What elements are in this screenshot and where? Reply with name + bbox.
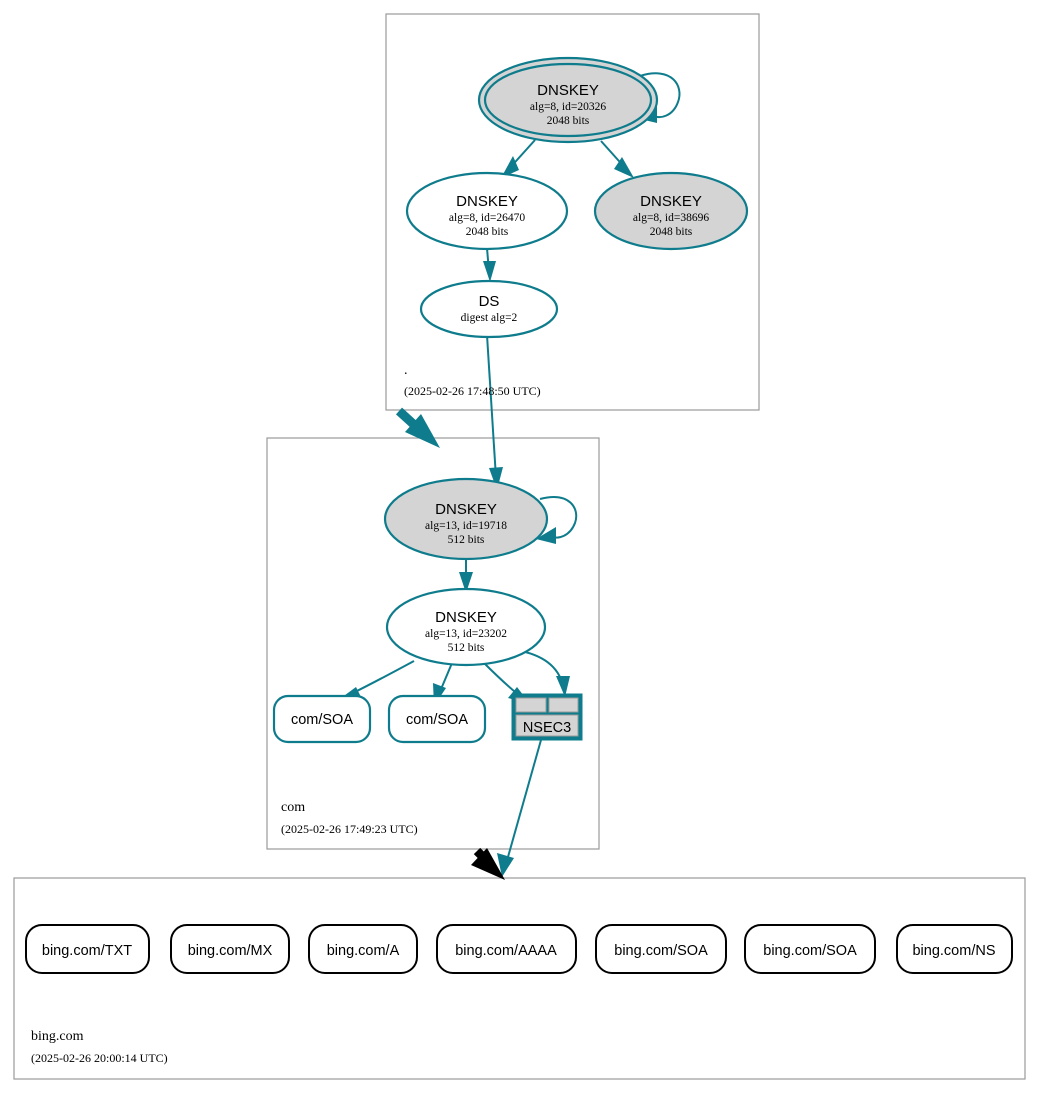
- edge-root-ksk-to-zsk26470: [501, 139, 536, 178]
- node-rrset-bing-aaaa[interactable]: bing.com/AAAA: [436, 924, 577, 974]
- node-line2: alg=13, id=23202: [425, 628, 507, 640]
- node-title: DNSKEY: [435, 501, 497, 518]
- node-title: com/SOA: [406, 712, 468, 728]
- node-title: bing.com/SOA: [763, 943, 857, 959]
- node-title: DNSKEY: [640, 193, 702, 210]
- node-ds-root[interactable]: DS digest alg=2: [419, 279, 559, 339]
- zone-label-com: com: [281, 800, 305, 815]
- edge-delegation-root-to-com: [395, 407, 440, 448]
- node-line2: alg=13, id=19718: [425, 520, 507, 532]
- nsec3-cell-right: [548, 697, 579, 713]
- node-line3: 2048 bits: [650, 226, 693, 238]
- zone-label-root: .: [404, 363, 408, 378]
- node-title: bing.com/AAAA: [455, 943, 557, 959]
- node-title: DNSKEY: [435, 609, 497, 626]
- node-rrset-bing-ns[interactable]: bing.com/NS: [896, 924, 1013, 974]
- node-nsec3-com[interactable]: NSEC3: [511, 693, 583, 741]
- node-title: NSEC3: [523, 720, 571, 736]
- node-dnskey-root-zsk-26470[interactable]: DNSKEY alg=8, id=26470 2048 bits: [405, 171, 569, 251]
- node-rrset-bing-mx[interactable]: bing.com/MX: [170, 924, 290, 974]
- node-rrset-com-soa-1[interactable]: com/SOA: [272, 694, 372, 744]
- node-line2: alg=8, id=26470: [449, 212, 525, 224]
- node-title: DNSKEY: [456, 193, 518, 210]
- node-title: com/SOA: [291, 712, 353, 728]
- node-dnskey-root-zsk-38696[interactable]: DNSKEY alg=8, id=38696 2048 bits: [593, 171, 749, 251]
- node-rrset-bing-txt[interactable]: bing.com/TXT: [25, 924, 150, 974]
- zone-label-bingcom: bing.com: [31, 1029, 84, 1044]
- node-rrset-com-soa-2[interactable]: com/SOA: [387, 694, 487, 744]
- node-title: bing.com/A: [327, 943, 400, 959]
- edge-self-loop-com-ksk: [536, 496, 578, 544]
- node-title: bing.com/MX: [188, 943, 273, 959]
- zone-timestamp-root: (2025-02-26 17:48:50 UTC): [404, 384, 541, 398]
- node-title: DNSKEY: [537, 82, 599, 99]
- node-rrset-bing-soa-1[interactable]: bing.com/SOA: [595, 924, 727, 974]
- node-line3: 2048 bits: [466, 226, 509, 238]
- node-title: bing.com/NS: [912, 943, 995, 959]
- node-rrset-bing-soa-2[interactable]: bing.com/SOA: [744, 924, 876, 974]
- node-title: bing.com/SOA: [614, 943, 708, 959]
- zone-timestamp-com: (2025-02-26 17:49:23 UTC): [281, 822, 418, 836]
- edge-com-ksk-to-zsk: [459, 556, 473, 593]
- node-dnskey-com-ksk-19718[interactable]: DNSKEY alg=13, id=19718 512 bits: [383, 477, 549, 561]
- edge-nsec3-to-bingcom: [497, 739, 542, 877]
- node-line2: alg=8, id=38696: [633, 212, 709, 224]
- node-title: DS: [479, 293, 500, 310]
- edge-zsk26470-to-ds: [483, 247, 496, 282]
- node-dnskey-root-ksk-20326[interactable]: DNSKEY alg=8, id=20326 2048 bits: [477, 56, 659, 144]
- node-line3: 512 bits: [448, 642, 485, 654]
- node-rrset-bing-a[interactable]: bing.com/A: [308, 924, 418, 974]
- node-line2: alg=8, id=20326: [530, 101, 606, 113]
- node-line3: 512 bits: [448, 534, 485, 546]
- zone-box-bingcom: [13, 877, 1026, 1080]
- node-line3: 2048 bits: [547, 115, 590, 127]
- zone-timestamp-bingcom: (2025-02-26 20:00:14 UTC): [31, 1051, 168, 1065]
- node-title: bing.com/TXT: [42, 943, 132, 959]
- node-dnskey-com-zsk-23202[interactable]: DNSKEY alg=13, id=23202 512 bits: [385, 587, 547, 667]
- edge-delegation-com-to-bingcom: [471, 847, 505, 880]
- node-line2: digest alg=2: [461, 312, 518, 324]
- nsec3-cell-left: [515, 697, 547, 713]
- nsec3-cell-label: [515, 714, 579, 737]
- edge-ds-to-com-ksk: [486, 334, 503, 490]
- edge-root-ksk-to-zsk38696: [600, 140, 634, 178]
